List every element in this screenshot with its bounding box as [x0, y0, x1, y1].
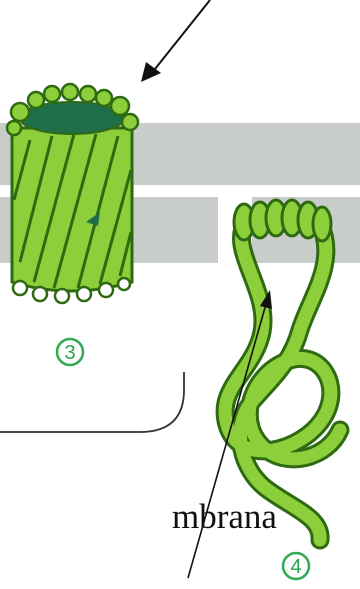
protein-3-badge: 3 — [57, 339, 83, 365]
label-partial-word: mbrana — [172, 497, 277, 536]
protein-3-barrel — [7, 84, 138, 303]
bracket-line — [0, 372, 184, 432]
protein-4-badge: 4 — [283, 553, 309, 579]
arrow-pointer — [141, 0, 210, 82]
protein-3-badge-text: 3 — [64, 342, 75, 364]
protein-4-badge-text: 4 — [290, 556, 301, 578]
